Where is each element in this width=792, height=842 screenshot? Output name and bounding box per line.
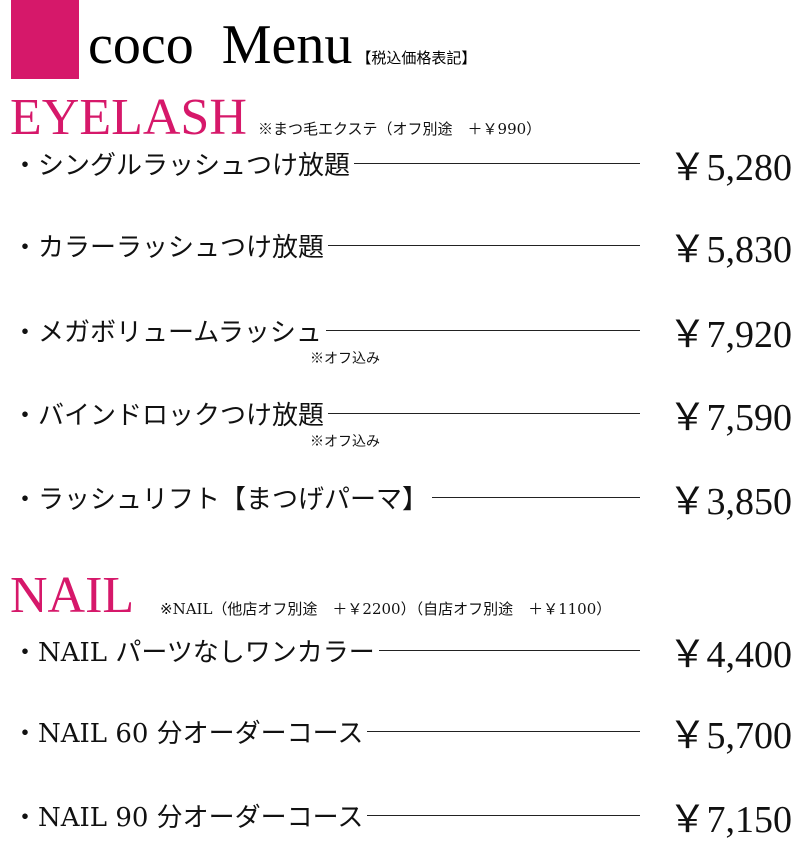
item-subnote: ※オフ込み [310, 351, 380, 367]
item-name: ・ラッシュリフト【まつげパーマ】 [12, 484, 429, 515]
item-name: ・シングルラッシュつけ放題 [12, 150, 351, 181]
menu-item: ・NAIL 90 分オーダーコース ￥7,150 [12, 793, 792, 841]
item-name: ・メガボリュームラッシュ [12, 317, 322, 348]
menu-item: ・ラッシュリフト【まつげパーマ】 ￥3,850 [12, 475, 792, 523]
item-name: ・カラーラッシュつけ放題 [12, 232, 325, 263]
menu-item: ・シングルラッシュつけ放題 ￥5,280 [12, 141, 792, 189]
item-price: ￥3,850 [668, 480, 792, 523]
eyelash-note: ※まつ毛エクステ（オフ別途 ＋￥990） [258, 120, 542, 138]
menu-item: ・カラーラッシュつけ放題 ￥5,830 [12, 223, 792, 271]
page-title: coco Menu【税込価格表記】 [88, 10, 476, 93]
leader-line [325, 329, 640, 331]
tax-note: 【税込価格表記】 [356, 49, 477, 67]
leader-line [367, 730, 640, 732]
nail-heading: NAIL [10, 567, 135, 624]
leader-line [367, 814, 640, 816]
menu-item: ・NAIL 60 分オーダーコース ￥5,700 [12, 709, 792, 757]
item-price: ￥5,830 [668, 228, 792, 271]
item-price: ￥7,150 [668, 798, 792, 841]
menu-item: ・メガボリュームラッシュ ￥7,920 ※オフ込み [12, 308, 792, 368]
item-name: ・NAIL 60 分オーダーコース [12, 718, 364, 749]
title-text: coco Menu [88, 14, 353, 76]
eyelash-heading: EYELASH [10, 89, 247, 146]
item-name: ・バインドロックつけ放題 [12, 400, 325, 431]
menu-item: ・NAIL パーツなしワンカラー ￥4,400 [12, 628, 792, 676]
item-name: ・NAIL 90 分オーダーコース [12, 802, 364, 833]
leader-line [328, 244, 640, 246]
item-price: ￥7,920 [668, 313, 792, 356]
leader-line [432, 496, 640, 498]
brand-square [11, 0, 79, 79]
item-price: ￥5,280 [668, 146, 792, 189]
item-name: ・NAIL パーツなしワンカラー [12, 637, 375, 668]
item-subnote: ※オフ込み [310, 434, 380, 450]
item-price: ￥7,590 [668, 396, 792, 439]
item-price: ￥4,400 [668, 633, 792, 676]
leader-line [354, 162, 640, 164]
nail-note: ※NAIL（他店オフ別途 ＋￥2200）（自店オフ別途 ＋￥1100） [160, 600, 612, 618]
menu-item: ・バインドロックつけ放題 ￥7,590 ※オフ込み [12, 391, 792, 451]
leader-line [328, 412, 640, 414]
leader-line [378, 649, 640, 651]
item-price: ￥5,700 [668, 714, 792, 757]
